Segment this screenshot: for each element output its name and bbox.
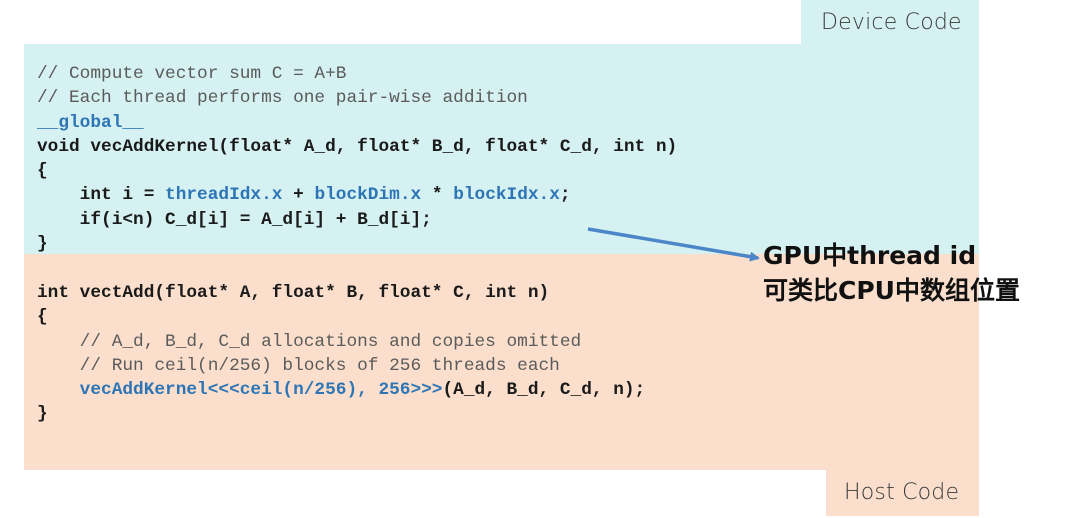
host-code-block: int vectAdd(float* A, float* B, float* C… — [37, 281, 645, 427]
host-code-token: // A_d, B_d, C_d allocations and copies … — [37, 331, 582, 352]
device-code-label: Device Code — [821, 10, 962, 35]
device-code-panel — [24, 44, 979, 254]
annotation-text: GPU中thread id 可类比CPU中数组位置 — [763, 238, 1020, 308]
device-code-token: void vecAddKernel(float* A_d, float* B_d… — [37, 136, 678, 157]
host-code-token: } — [37, 404, 48, 425]
device-code-token: blockDim.x — [314, 185, 422, 206]
host-code-token: (A_d, B_d, C_d, n); — [442, 380, 646, 401]
device-code-token: } — [37, 234, 48, 255]
host-code-panel — [24, 254, 979, 470]
host-code-line: { — [37, 305, 645, 329]
host-code-token: int vectAdd(float* A, float* B, float* C… — [37, 283, 550, 303]
device-code-line: void vecAddKernel(float* A_d, float* B_d… — [37, 135, 677, 159]
device-code-line: { — [37, 159, 677, 183]
device-code-line: __global__ — [37, 111, 677, 135]
device-code-token: + — [282, 185, 315, 206]
device-code-token: int i = — [37, 185, 166, 206]
device-code-token: threadIdx.x — [165, 185, 283, 206]
host-code-line: // A_d, B_d, C_d allocations and copies … — [37, 330, 645, 354]
device-code-line: int i = threadIdx.x + blockDim.x * block… — [37, 183, 677, 207]
device-code-block: // Compute vector sum C = A+B // Each thr… — [37, 62, 677, 256]
host-code-line: vecAddKernel<<<ceil(n/256), 256>>>(A_d, … — [37, 378, 646, 402]
annotation-line-1: GPU中thread id — [763, 241, 977, 270]
host-code-tab — [826, 468, 979, 516]
device-code-token: __global__ — [37, 112, 144, 133]
host-code-label: Host Code — [844, 480, 960, 505]
host-code-token: // Run ceil(n/256) blocks of 256 threads… — [37, 355, 560, 376]
device-code-token: { — [37, 161, 48, 182]
host-code-line: } — [37, 402, 645, 426]
device-code-line: // Each thread performs one pair-wise ad… — [37, 86, 677, 110]
device-code-token: * — [421, 185, 454, 206]
host-code-token: vecAddKernel<<<ceil(n/256), 256>>> — [37, 380, 443, 401]
device-code-line: } — [37, 232, 677, 256]
host-code-token: { — [37, 307, 48, 328]
annotation-line-2: 可类比CPU中数组位置 — [763, 276, 1020, 305]
host-code-line: int vectAdd(float* A, float* B, float* C… — [37, 281, 645, 305]
device-code-token: if(i<n) C_d[i] = A_d[i] + B_d[i]; — [37, 209, 432, 230]
device-code-line: if(i<n) C_d[i] = A_d[i] + B_d[i]; — [37, 208, 677, 232]
device-code-line: // Compute vector sum C = A+B — [37, 62, 677, 86]
device-code-tab — [801, 0, 979, 48]
device-code-token: blockIdx.x — [453, 185, 560, 206]
device-code-token: ; — [559, 185, 571, 206]
device-code-token: // Each thread performs one pair-wise ad… — [37, 88, 528, 109]
host-code-line: // Run ceil(n/256) blocks of 256 threads… — [37, 354, 645, 378]
device-code-token: // Compute vector sum C = A+B — [37, 64, 347, 84]
